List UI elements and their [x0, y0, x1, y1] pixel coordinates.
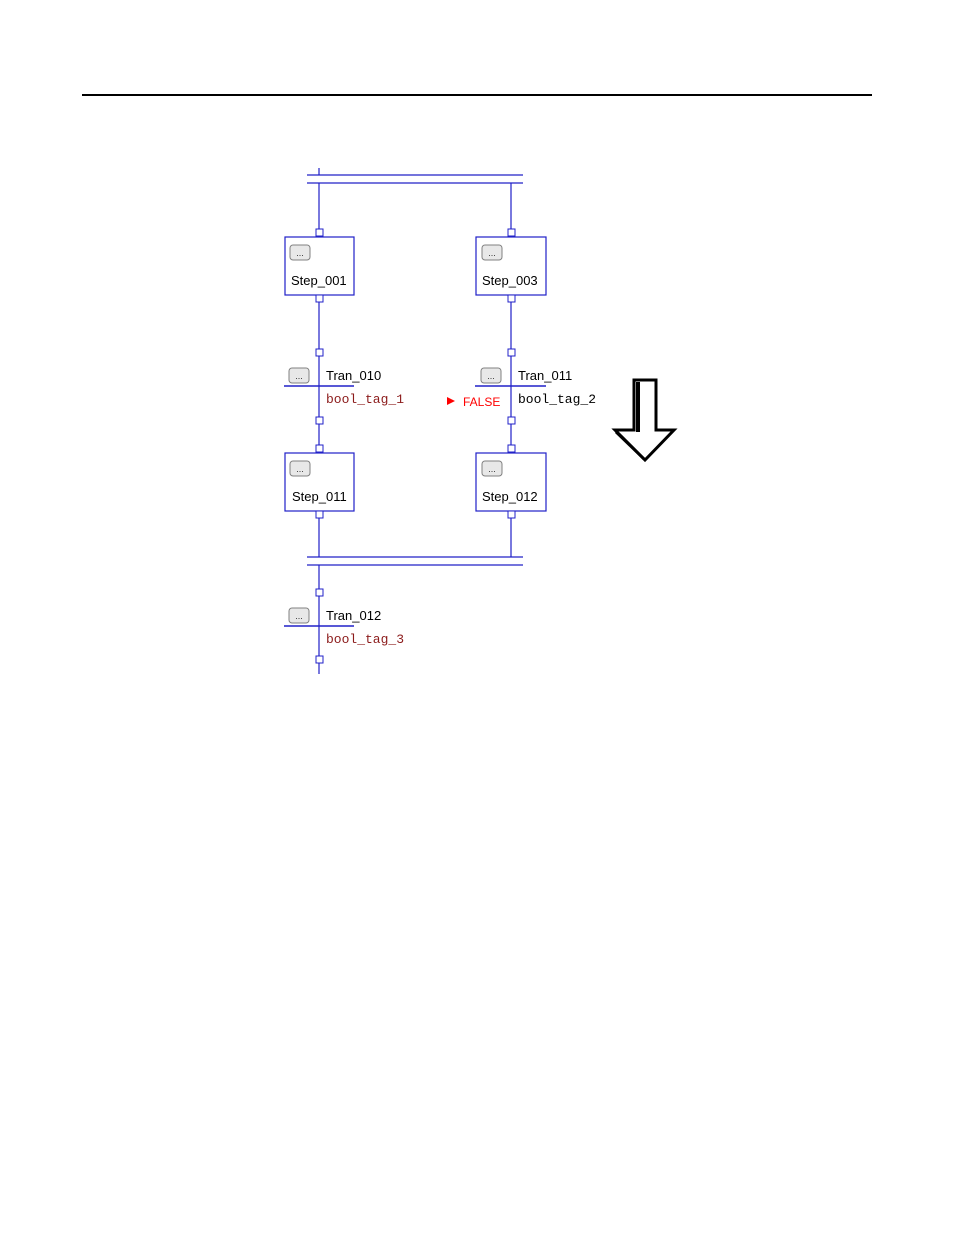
step-box-step-012[interactable]: ... Step_012	[476, 445, 546, 518]
tran-010-condition: bool_tag_1	[326, 392, 404, 407]
tran-011-status: FALSE	[463, 395, 500, 409]
svg-text:...: ...	[488, 464, 496, 474]
step-001-label: Step_001	[291, 273, 347, 288]
svg-text:...: ...	[295, 371, 303, 381]
tran-012-label: Tran_012	[326, 608, 381, 623]
tran-011-label: Tran_011	[518, 368, 572, 383]
step-box-step-003[interactable]: ... Step_003	[476, 229, 546, 302]
step-011-label: Step_011	[292, 489, 347, 504]
transition-tran-010[interactable]: ... Tran_010 bool_tag_1	[284, 349, 404, 424]
svg-text:...: ...	[487, 371, 495, 381]
tran-012-condition: bool_tag_3	[326, 632, 404, 647]
svg-text:...: ...	[296, 464, 304, 474]
step-box-step-001[interactable]: ... Step_001	[285, 229, 354, 302]
tran-010-label: Tran_010	[326, 368, 381, 383]
svg-text:...: ...	[295, 611, 303, 621]
down-arrow-icon	[615, 380, 674, 460]
triangle-right-icon	[447, 397, 455, 405]
svg-text:...: ...	[296, 248, 304, 258]
convergence-bar	[307, 557, 523, 565]
step-003-label: Step_003	[482, 273, 538, 288]
transition-tran-011[interactable]: ... Tran_011 FALSE bool_tag_2	[447, 349, 596, 424]
step-box-step-011[interactable]: ... Step_011	[285, 445, 354, 518]
tran-011-condition: bool_tag_2	[518, 392, 596, 407]
transition-tran-012[interactable]: ... Tran_012 bool_tag_3	[284, 589, 404, 663]
svg-text:...: ...	[488, 248, 496, 258]
step-012-label: Step_012	[482, 489, 538, 504]
divergence-bar	[307, 175, 523, 183]
